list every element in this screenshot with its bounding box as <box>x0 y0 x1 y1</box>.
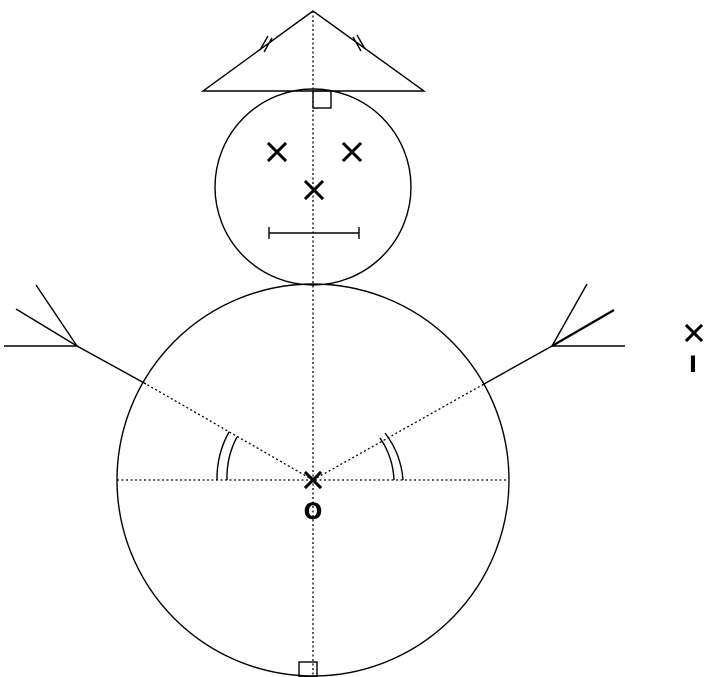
right-angle-mark-bottom <box>298 661 318 677</box>
right-angle-double-arc <box>379 432 404 481</box>
right-angle-mark-top <box>312 90 332 109</box>
right-arm <box>312 283 625 481</box>
nose-cross <box>303 179 325 201</box>
right-eye-cross <box>341 141 363 163</box>
point-i-label: I <box>689 353 697 378</box>
point-o-label: O <box>304 500 323 525</box>
point-o-cross <box>303 470 323 490</box>
point-i-cross <box>684 323 704 343</box>
hat-equal-side-ticks-left <box>259 35 273 53</box>
left-arm <box>4 284 314 481</box>
left-eye-cross <box>266 141 288 163</box>
left-angle-double-arc <box>216 431 238 481</box>
mouth-segment <box>268 227 360 239</box>
hat-equal-side-ticks-right <box>352 34 366 52</box>
